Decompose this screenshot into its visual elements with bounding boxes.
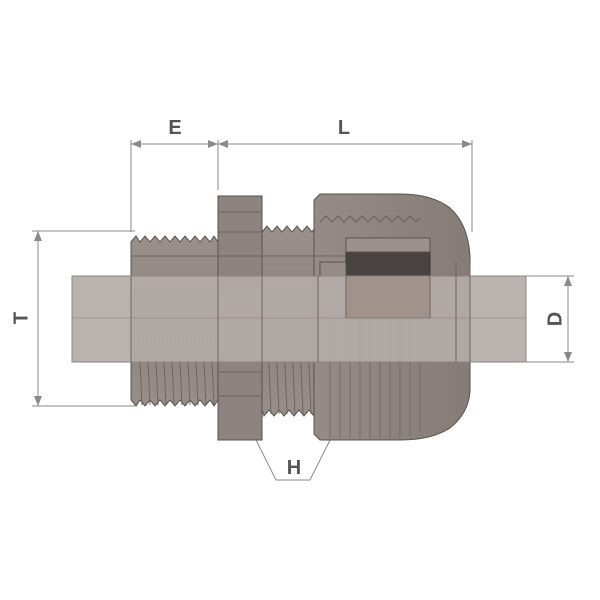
dimension-label-d: D [544,312,566,326]
dimension-label-e: E [168,117,181,139]
arrowheads [34,140,572,406]
dimension-lines [32,140,574,481]
cable [71,275,527,363]
dimension-label-t: T [10,312,32,324]
section-lines [130,262,471,362]
gland-body [71,193,527,441]
leader-line-h [253,435,333,481]
seal-insert [319,237,431,277]
dimension-label-l: L [338,117,350,139]
dimension-label-h: H [287,457,301,479]
